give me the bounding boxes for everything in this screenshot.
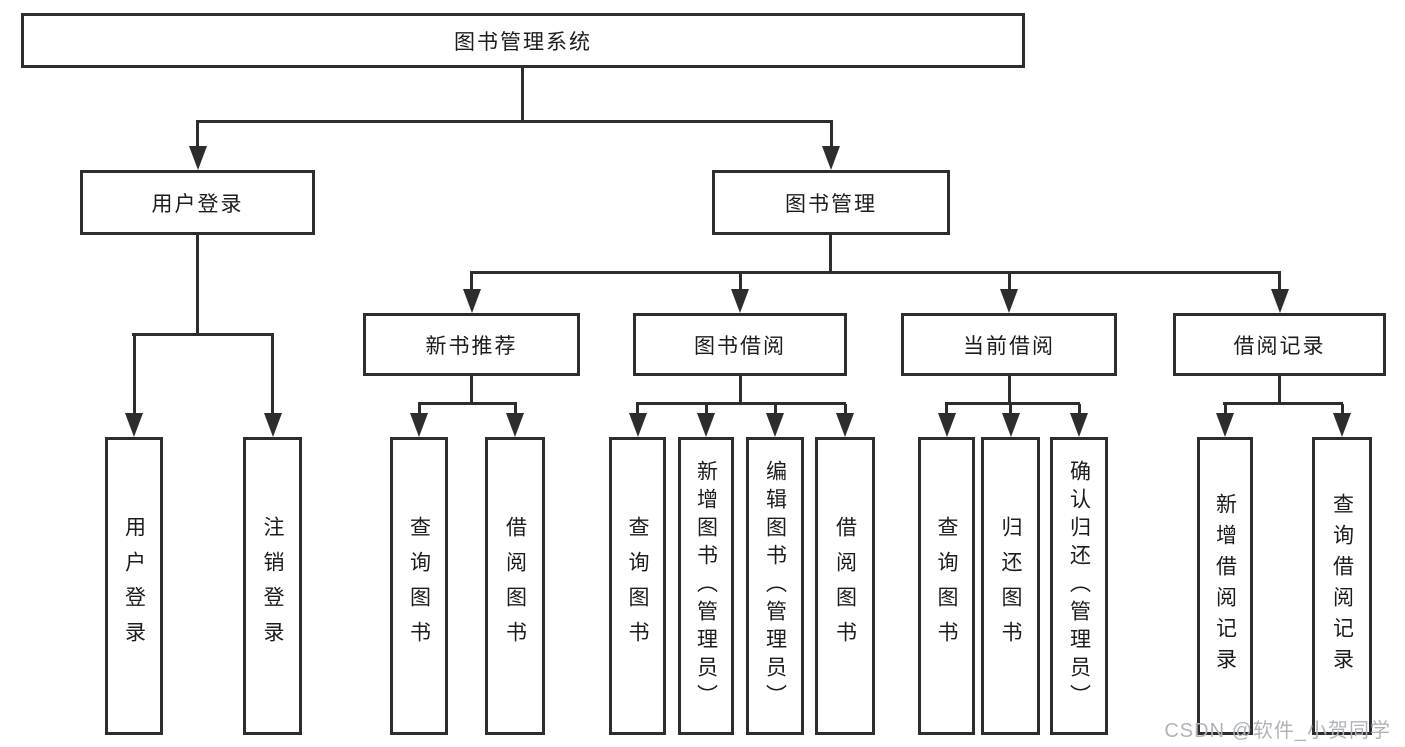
leaf-query-books-recommend: 查询图书 (390, 437, 448, 735)
leaf-label: 查询图书 (407, 516, 431, 656)
node-label: 当前借阅 (963, 334, 1055, 358)
connector-line (1278, 376, 1281, 404)
leaf-borrow-books: 借阅图书 (815, 437, 875, 735)
leaf-label: 查询图书 (935, 516, 958, 656)
connector-line (513, 404, 517, 417)
node-borrow-records: 借阅记录 (1173, 313, 1386, 376)
connector-line (1007, 273, 1011, 293)
node-current-borrowing: 当前借阅 (901, 313, 1117, 376)
leaf-label: 查询借阅记录 (1330, 493, 1354, 679)
leaf-query-books-current: 查询图书 (918, 437, 975, 735)
connector-line (636, 404, 639, 417)
connector-arrowhead (836, 413, 854, 437)
connector-line (1278, 273, 1281, 293)
leaf-label: 借阅图书 (833, 516, 857, 656)
node-book-management: 图书管理 (712, 170, 950, 235)
connector-line (945, 402, 1080, 405)
leaf-query-books-borrowing: 查询图书 (609, 437, 666, 735)
connector-arrowhead (628, 413, 647, 437)
connector-line (271, 335, 274, 417)
node-label: 新书推荐 (425, 334, 518, 358)
connector-line (470, 271, 1281, 274)
connector-arrowhead (462, 289, 481, 313)
connector-line (1340, 404, 1344, 417)
leaf-confirm-return-admin: 确认归还（管理员） (1050, 437, 1108, 735)
connector-line (636, 402, 846, 405)
connector-arrowhead (1333, 413, 1351, 437)
leaf-label: 新增借阅记录 (1213, 493, 1237, 679)
connector-line (521, 68, 524, 123)
connector-line (704, 404, 708, 417)
connector-arrowhead (125, 413, 143, 437)
connector-line (132, 333, 274, 336)
leaf-query-borrow-record: 查询借阅记录 (1312, 437, 1372, 735)
connector-arrowhead (1001, 413, 1020, 437)
leaf-edit-books-admin: 编辑图书（管理员） (746, 437, 804, 735)
node-label: 图书管理 (785, 192, 877, 216)
connector-line (470, 273, 473, 293)
connector-arrowhead (1270, 289, 1289, 313)
leaf-label: 编辑图书（管理员） (763, 460, 787, 712)
connector-line (843, 404, 847, 417)
connector-line (739, 376, 742, 404)
connector-line (1223, 402, 1343, 405)
connector-arrowhead (1216, 413, 1234, 437)
connector-arrowhead (822, 146, 840, 170)
leaf-borrow-books-recommend: 借阅图书 (485, 437, 545, 735)
connector-line (196, 122, 199, 150)
leaf-label: 确认归还（管理员） (1067, 460, 1091, 712)
connector-arrowhead (697, 413, 715, 437)
connector-line (1008, 376, 1011, 404)
leaf-add-books-admin: 新增图书（管理员） (678, 437, 734, 735)
connector-line (132, 335, 136, 417)
node-book-borrowing: 图书借阅 (633, 313, 847, 376)
node-label: 用户登录 (151, 192, 244, 216)
node-library-system: 图书管理系统 (21, 13, 1025, 68)
connector-line (418, 402, 517, 405)
leaf-label: 新增图书（管理员） (694, 460, 718, 712)
connector-arrowhead (731, 289, 749, 313)
connector-arrowhead (188, 146, 207, 170)
connector-line (196, 120, 833, 123)
connector-line (829, 122, 833, 150)
leaf-add-borrow-record: 新增借阅记录 (1197, 437, 1253, 735)
leaf-label: 用户登录 (122, 516, 146, 656)
leaf-logout: 注销登录 (243, 437, 302, 735)
connector-line (1077, 404, 1081, 417)
connector-arrowhead (410, 413, 428, 437)
connector-line (773, 404, 777, 417)
leaf-label: 注销登录 (261, 516, 284, 656)
leaf-label: 归还图书 (999, 516, 1022, 656)
connector-line (829, 235, 832, 273)
leaf-user-login: 用户登录 (105, 437, 163, 735)
connector-arrowhead (263, 413, 282, 437)
connector-line (196, 235, 199, 335)
connector-line (945, 404, 948, 417)
node-label: 借阅记录 (1233, 334, 1326, 358)
connector-line (1223, 404, 1227, 417)
node-label: 图书管理系统 (454, 30, 592, 54)
connector-line (1009, 404, 1012, 417)
node-new-book-recommend: 新书推荐 (363, 313, 580, 376)
connector-arrowhead (1070, 413, 1088, 437)
node-label: 图书借阅 (694, 334, 786, 358)
connector-line (470, 376, 473, 404)
leaf-return-books: 归还图书 (981, 437, 1040, 735)
connector-line (417, 404, 421, 417)
connector-arrowhead (1000, 289, 1018, 313)
connector-line (738, 273, 742, 293)
connector-arrowhead (766, 413, 784, 437)
watermark-text: CSDN @软件_小贺同学 (1164, 720, 1391, 742)
leaf-label: 借阅图书 (503, 516, 527, 656)
node-user-login: 用户登录 (80, 170, 315, 235)
connector-arrowhead (506, 413, 524, 437)
leaf-label: 查询图书 (626, 516, 649, 656)
connector-arrowhead (937, 413, 956, 437)
